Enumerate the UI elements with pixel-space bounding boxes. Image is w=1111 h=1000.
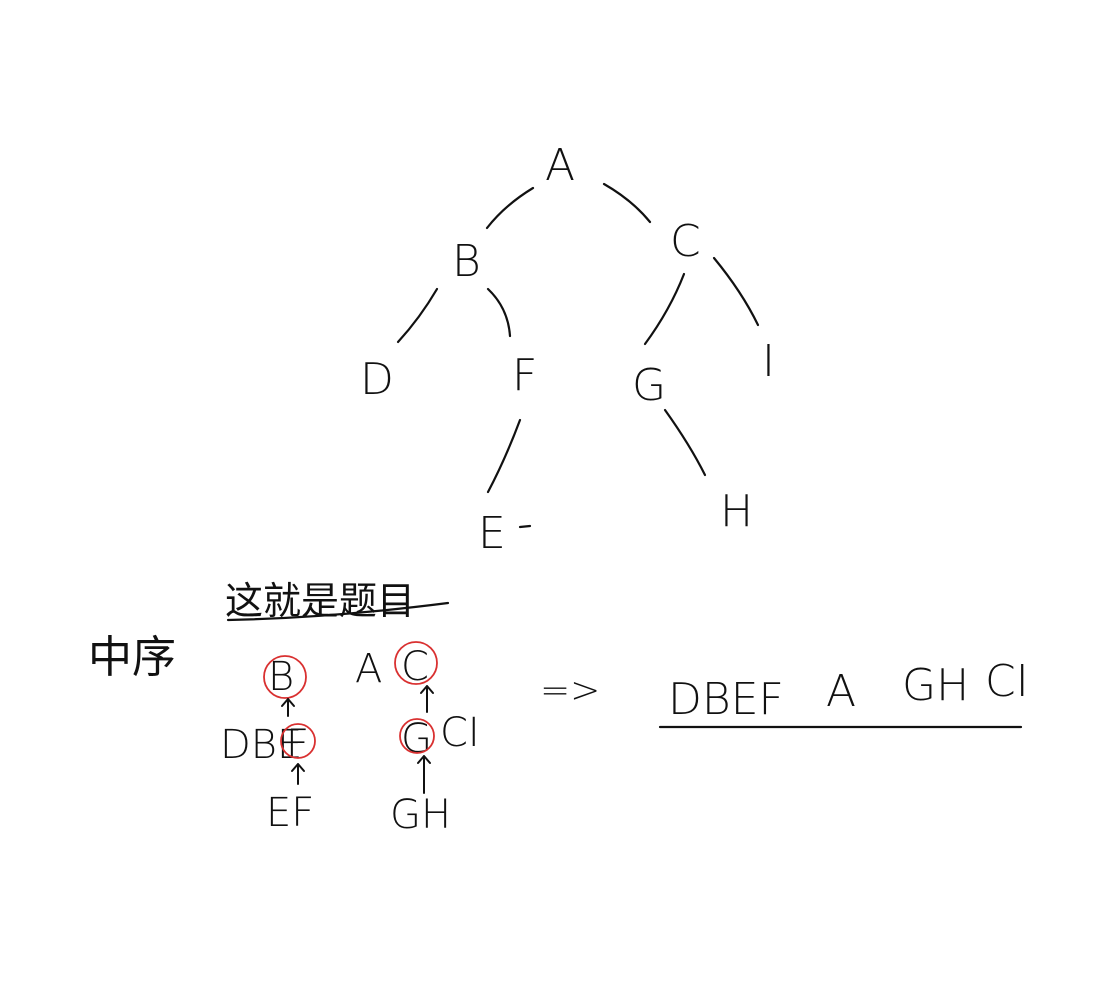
edge-B-D [396,287,439,344]
result-part-1: DBEF [668,674,784,725]
row1-a: A [355,646,382,692]
node-f: F [512,350,537,401]
arrow-f-to-b [281,698,295,717]
edge-B-F [486,287,512,338]
highlight-circle-b [263,655,307,699]
node-c: C [670,216,701,267]
arrow-ef-to-f [291,763,305,785]
row3-left: EF [266,790,314,836]
implies-arrow: => [540,670,600,711]
tree-edges [396,182,760,494]
question-note-underline [226,601,450,622]
edge-A-C [602,182,652,224]
inorder-label: 中序 [88,632,176,683]
node-b: B [452,236,481,287]
node-g: G [632,360,666,411]
edge-A-B [485,186,535,230]
row2-right: CI [440,710,480,756]
arrow-gh-to-g [417,755,431,794]
row-1: B A C [263,641,438,700]
row-2: DBE F G CI [220,710,480,768]
tree-nodes: A B C D F G I E H [360,140,775,559]
edge-F-E [486,418,522,494]
edge-C-I [712,256,760,327]
arrow-g-to-c [420,685,434,713]
highlight-circle-f [280,723,316,759]
node-h: H [720,486,753,537]
result-part-2: A [826,666,856,717]
highlight-circle-g [399,718,435,754]
row-3: EF GH [266,790,451,838]
result-part-4: CI [985,656,1029,707]
node-e: E [478,508,506,559]
node-i: I [762,336,775,387]
node-e-tick [518,524,532,529]
row2-left: DBE [220,722,302,768]
node-a: A [545,140,575,191]
node-d: D [360,354,394,405]
edge-G-H [663,408,707,477]
edge-C-G [643,272,686,346]
row2-left-circled: F [286,722,309,768]
result: DBEF A GH CI [658,656,1029,729]
row1-b: B [268,654,294,700]
row3-right: GH [390,792,451,838]
result-part-3: GH [902,660,969,711]
highlight-circle-c [394,641,438,685]
